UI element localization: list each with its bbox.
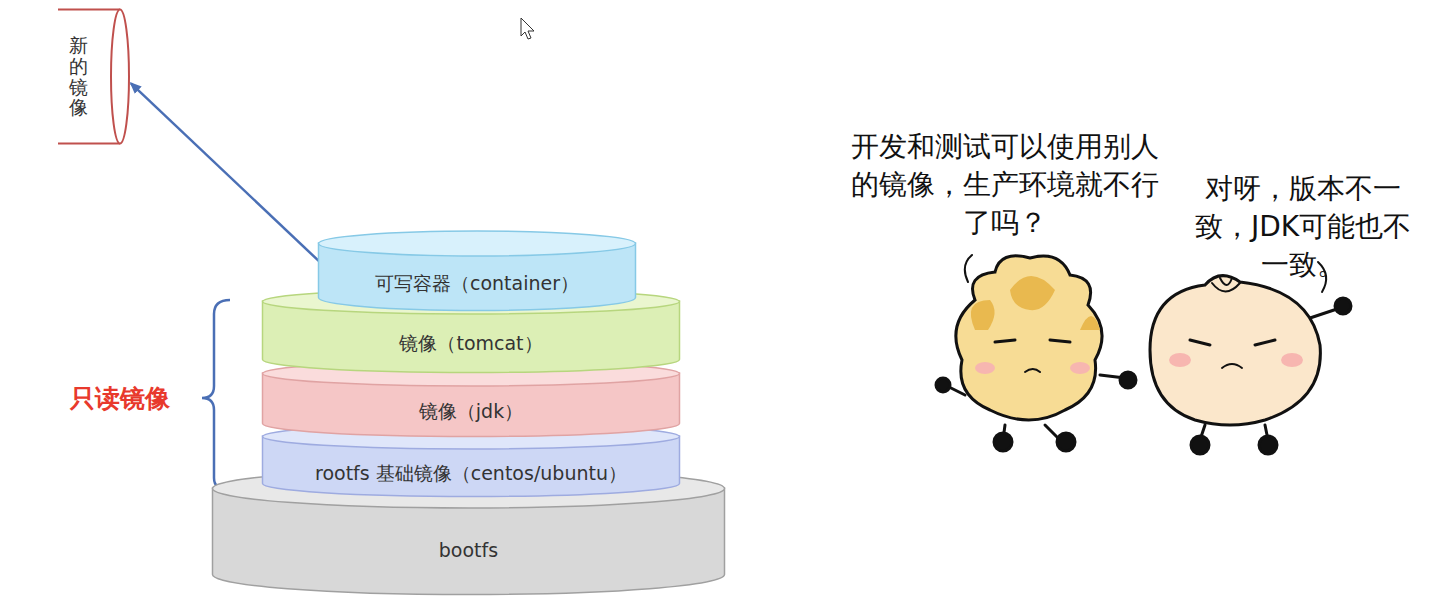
layer-label: 镜像（tomcat） xyxy=(399,331,542,357)
brace xyxy=(202,300,230,490)
shape-outline xyxy=(58,8,130,145)
cartoon-character xyxy=(1120,262,1351,454)
arrow-connector xyxy=(131,83,325,267)
layer-label: 镜像（jdk） xyxy=(419,399,523,425)
shape-outline xyxy=(317,230,637,312)
group-label: 只读镜像 xyxy=(70,382,200,415)
layer-cylinder: 可写容器（container） xyxy=(317,230,637,312)
vertical-label: 新的镜像 xyxy=(69,35,88,119)
speech-text: 开发和测试可以使用别人的镜像，生产环境就不行了吗？ xyxy=(850,128,1160,242)
cursor-icon xyxy=(521,18,534,39)
speech-text: 对呀，版本不一致，JDK可能也不一致。 xyxy=(1188,170,1418,284)
layer-label: rootfs 基础镜像（centos/ubuntu） xyxy=(315,461,627,487)
new-image-cylinder: 新的镜像 xyxy=(58,8,130,145)
layer-label: bootfs xyxy=(439,539,498,561)
cartoon-character xyxy=(936,255,1125,451)
layer-label: 可写容器（container） xyxy=(375,271,579,297)
